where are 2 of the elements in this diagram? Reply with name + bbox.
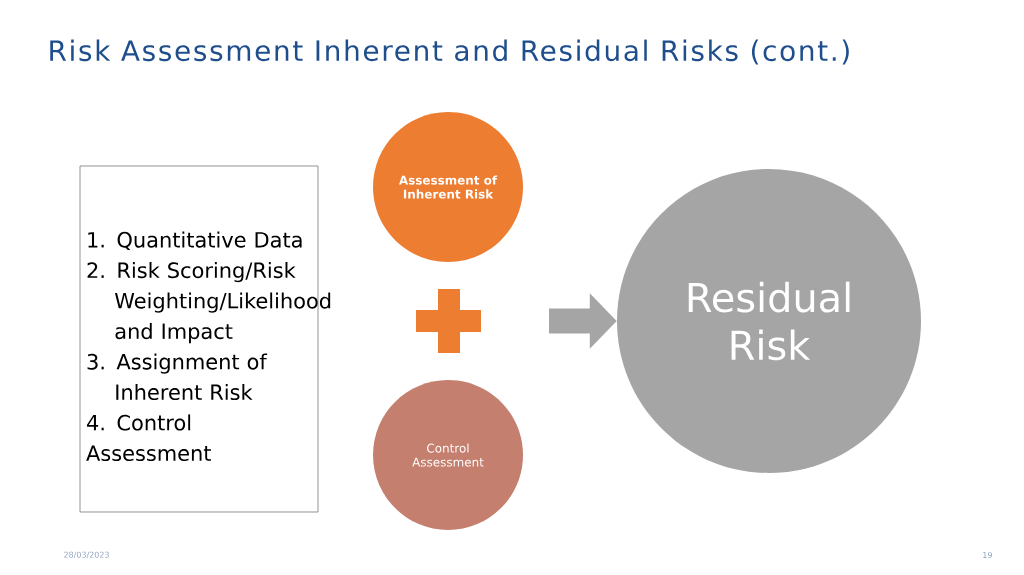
numbered-list-box: 1. Quantitative Data 2. Risk Scoring/Risk Weighting/Likelihood and Impact 3. Assignment of Inherent Risk 4. Control Assessment xyxy=(79,165,331,513)
title: Risk Assessment Inherent and Residual Risks (cont.) xyxy=(50,39,849,65)
